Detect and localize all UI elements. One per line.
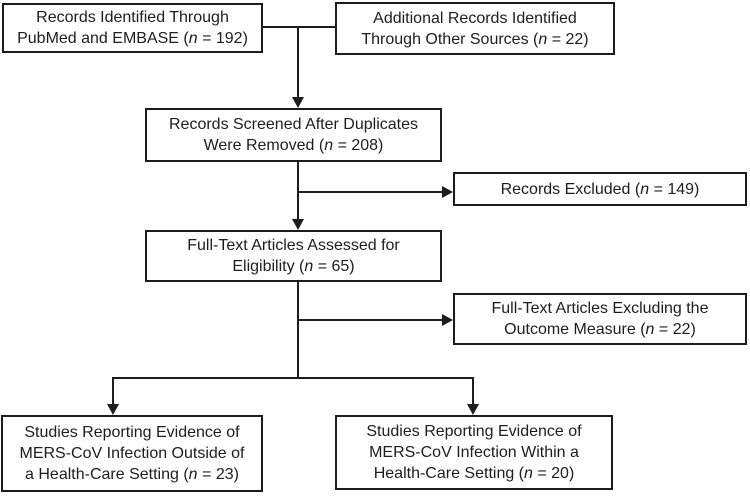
arrowhead-down-icon [292,97,304,108]
connector-merge-vertical [297,26,299,99]
connector-top-bracket-horizontal [263,26,335,28]
arrowhead-down-icon [107,404,119,415]
connector-split-tbar-horizontal [112,377,474,379]
connector-fulltext-excluded-branch-horizontal [298,319,444,321]
connector-excluded-branch-horizontal [298,191,444,193]
arrowhead-right-icon [442,314,453,326]
connector-fulltext-to-split-vertical [297,280,299,379]
arrowhead-right-icon [442,186,453,198]
box-records-excluded: Records Excluded (n = 149) [453,172,747,206]
connector-split-left-vertical [112,377,114,406]
connector-split-right-vertical [472,377,474,406]
arrowhead-down-icon [467,404,479,415]
box-records-excluded-text: Records Excluded (n = 149) [500,180,700,198]
connector-screened-to-fulltext-vertical [297,160,299,221]
arrowhead-down-icon [292,219,304,230]
